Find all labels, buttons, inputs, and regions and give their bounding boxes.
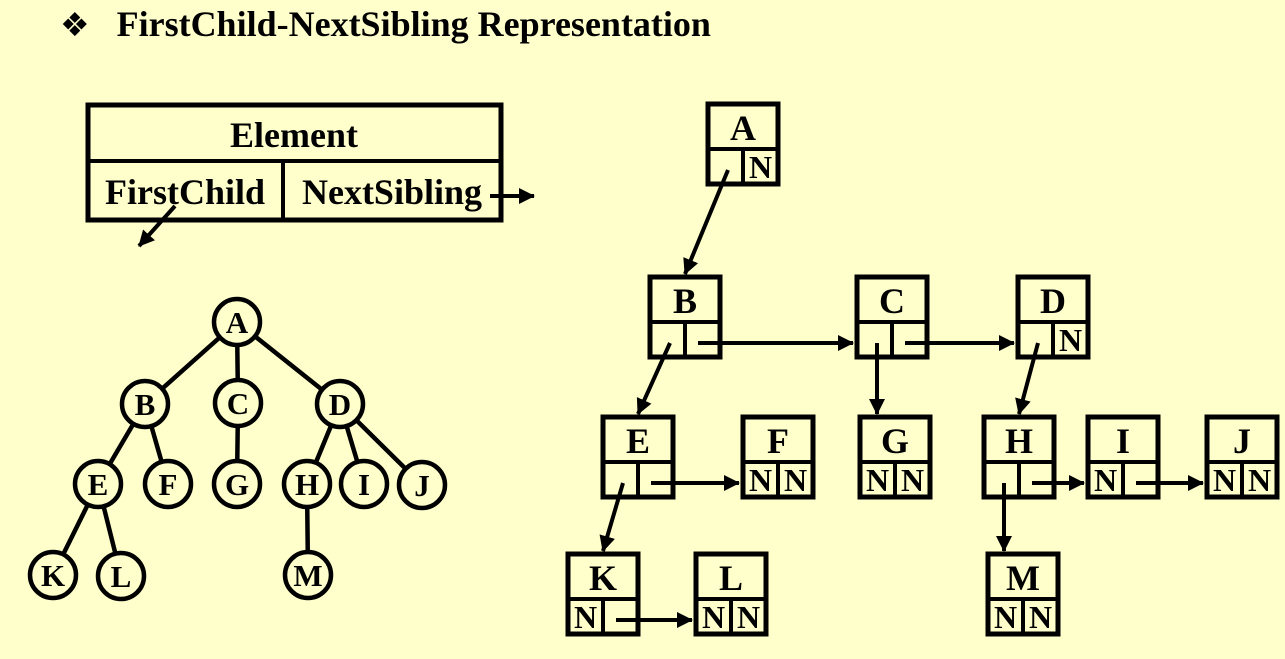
tree-node-label-I: I	[358, 467, 370, 502]
firstchild-null-label: N	[749, 462, 772, 498]
node-label: L	[719, 558, 743, 598]
tree-node-label-A: A	[226, 305, 249, 340]
node-label: G	[881, 421, 909, 461]
firstchild-null-label: N	[1094, 462, 1117, 498]
linked-node-A: AN	[705, 101, 781, 187]
nextsibling-null-label: N	[1248, 462, 1271, 498]
node-label: I	[1116, 421, 1130, 461]
tree-node-G	[211, 458, 263, 510]
tree-node-label-G: G	[225, 467, 249, 502]
node-label: E	[626, 421, 650, 461]
tree-node-label-C: C	[227, 386, 249, 421]
legend-node-structure: Element FirstChild NextSibling	[85, 102, 535, 248]
tree-node-D	[314, 378, 366, 430]
tree-node-I	[338, 458, 390, 510]
node-label: K	[589, 558, 617, 598]
nextsibling-null-label: N	[1029, 599, 1052, 635]
firstchild-pointer-D-H	[1015, 342, 1040, 415]
node-label: C	[879, 281, 905, 321]
linked-node-H: H	[981, 414, 1057, 500]
title-row: ❖ FirstChild-NextSibling Representation	[60, 4, 711, 45]
node-label: M	[1006, 558, 1040, 598]
firstchild-pointer-E-K	[599, 482, 625, 552]
legend-firstchild-arrow	[137, 204, 177, 248]
linked-node-B: B	[647, 274, 723, 360]
node-label: D	[1040, 281, 1066, 321]
tree-node-L	[95, 550, 147, 602]
node-label: A	[730, 108, 756, 148]
tree-node-label-B: B	[135, 387, 156, 422]
tree-node-label-H: H	[295, 467, 319, 502]
tree-node-F	[142, 458, 194, 510]
legend-firstchild-label: FirstChild	[105, 172, 265, 212]
linked-node-K: KN	[565, 551, 641, 637]
tree-node-K	[27, 549, 79, 601]
tree-diagram: A B C D E F G H I J K L M	[27, 296, 448, 602]
linked-node-D: DN	[1015, 274, 1091, 360]
linked-node-E: E	[600, 414, 676, 500]
tree-node-H	[281, 458, 333, 510]
tree-node-A	[211, 296, 263, 348]
node-label: B	[673, 281, 697, 321]
diamond-bullet-icon: ❖	[60, 5, 90, 44]
tree-node-label-M: M	[293, 558, 322, 593]
nextsibling-null-label: N	[784, 462, 807, 498]
nextsibling-null-label: N	[737, 599, 760, 635]
firstchild-null-label: N	[702, 599, 725, 635]
tree-node-label-F: F	[159, 467, 178, 502]
tree-node-label-K: K	[41, 558, 65, 593]
firstchild-null-label: N	[994, 599, 1017, 635]
tree-node-E	[72, 458, 124, 510]
node-label: J	[1233, 421, 1251, 461]
nextsibling-null-label: N	[1059, 322, 1082, 358]
tree-node-label-D: D	[329, 387, 351, 422]
tree-node-B	[119, 378, 171, 430]
firstchild-null-label: N	[866, 462, 889, 498]
firstchild-null-label: N	[1213, 462, 1236, 498]
linked-node-I: IN	[1085, 414, 1161, 500]
nextsibling-null-label: N	[749, 149, 772, 185]
node-label: H	[1005, 421, 1033, 461]
legend-nextsibling-label: NextSibling	[302, 172, 482, 212]
firstchild-null-label: N	[574, 599, 597, 635]
firstchild-pointer-A-B	[683, 169, 730, 275]
tree-node-label-L: L	[111, 559, 132, 594]
nextsibling-null-label: N	[901, 462, 924, 498]
tree-node-C	[212, 377, 264, 429]
legend-element-label: Element	[230, 115, 358, 155]
tree-node-J	[396, 459, 448, 511]
firstchild-pointer-B-E	[636, 342, 672, 415]
linked-node-C: C	[854, 274, 930, 360]
tree-node-label-E: E	[88, 467, 109, 502]
node-label: F	[767, 421, 789, 461]
tree-node-M	[282, 549, 334, 601]
page-title: FirstChild-NextSibling Representation	[116, 4, 711, 44]
tree-node-label-J: J	[414, 468, 430, 503]
